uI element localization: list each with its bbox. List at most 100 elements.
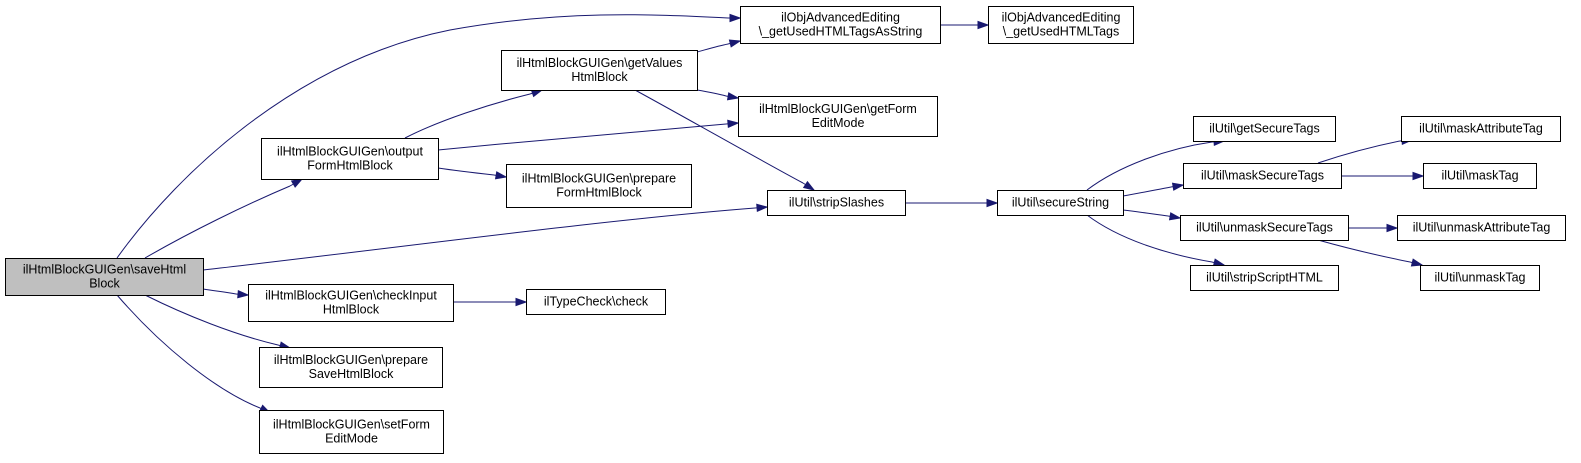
node-label-line: ilHtmlBlockGUIGen\prepare	[274, 353, 428, 367]
edge-line	[696, 43, 729, 53]
edge-saveHtmlBlock-to-setFormEditMode	[116, 294, 272, 414]
node-label-line: ilUtil\stripScriptHTML	[1206, 271, 1323, 285]
edge-line-end	[725, 95, 739, 99]
node-maskSecureTags[interactable]: ilUtil\maskSecureTags	[1183, 163, 1342, 189]
edge-saveHtmlBlock-to-getUsedTagsStr	[116, 13, 742, 259]
node-unmaskSecureTags[interactable]: ilUtil\unmaskSecureTags	[1180, 215, 1349, 241]
node-box[interactable]	[1401, 116, 1561, 142]
node-label-line: ilUtil\unmaskTag	[1434, 271, 1525, 285]
edge-saveHtmlBlock-to-stripSlashes	[202, 203, 769, 271]
node-box[interactable]	[767, 190, 906, 216]
node-label-line: ilHtmlBlockGUIGen\prepare	[522, 172, 676, 186]
edge-line	[437, 123, 727, 151]
node-box[interactable]	[501, 50, 698, 91]
edge-secureString-to-unmaskSecureTags	[1122, 209, 1182, 221]
edge-line-end	[725, 122, 739, 125]
node-label-line: ilHtmlBlockGUIGen\getForm	[759, 102, 917, 116]
edge-line	[116, 294, 261, 409]
node-box[interactable]	[997, 190, 1124, 216]
edge-line-end	[1167, 215, 1181, 219]
edge-saveHtmlBlock-to-outputForm	[144, 178, 304, 259]
edge-line-end	[727, 40, 741, 45]
node-label-line: \_getUsedHTMLTagsAsString	[759, 25, 923, 39]
node-maskTag[interactable]: ilUtil\maskTag	[1423, 163, 1537, 189]
edge-line-end	[493, 174, 507, 178]
node-label-line: ilHtmlBlockGUIGen\checkInput	[265, 289, 437, 303]
node-box[interactable]	[1183, 163, 1342, 189]
node-label-line: ilObjAdvancedEditing	[1002, 11, 1121, 25]
node-box[interactable]	[740, 6, 941, 44]
node-box[interactable]	[259, 410, 444, 454]
edge-line	[144, 185, 291, 259]
node-box[interactable]	[1397, 215, 1566, 241]
edge-line-end	[754, 206, 768, 209]
node-box[interactable]	[1423, 163, 1537, 189]
edge-line	[144, 294, 279, 346]
edge-getUsedTagsStr-to-getUsedTags	[940, 20, 990, 30]
node-box[interactable]	[1190, 265, 1339, 291]
edge-line-end	[802, 182, 815, 191]
node-label-line: ilTypeCheck\check	[544, 295, 649, 309]
node-box[interactable]	[1180, 215, 1349, 241]
node-label-line: ilUtil\maskTag	[1441, 169, 1518, 183]
node-getSecureTags[interactable]: ilUtil\getSecureTags	[1193, 116, 1336, 142]
node-box[interactable]	[248, 284, 454, 322]
node-stripSlashes[interactable]: ilUtil\stripSlashes	[767, 190, 906, 216]
node-label-line: ilUtil\getSecureTags	[1209, 122, 1319, 136]
node-label-line: EditMode	[812, 116, 865, 130]
node-getUsedTags[interactable]: ilObjAdvancedEditing\_getUsedHTMLTags	[988, 6, 1134, 44]
node-box[interactable]	[738, 96, 938, 137]
edge-line	[202, 207, 756, 271]
node-typeCheck[interactable]: ilTypeCheck\check	[526, 289, 666, 315]
edge-maskSecureTags-to-maskTag	[1340, 171, 1425, 181]
node-unmaskAttributeTag[interactable]: ilUtil\unmaskAttributeTag	[1397, 215, 1566, 241]
node-label-line: ilObjAdvancedEditing	[781, 11, 900, 25]
node-box[interactable]	[1193, 116, 1336, 142]
edge-stripSlashes-to-secureString	[905, 198, 999, 208]
node-box[interactable]	[506, 164, 692, 208]
node-label-line: ilUtil\stripSlashes	[789, 196, 884, 210]
node-stripScriptHTML[interactable]: ilUtil\stripScriptHTML	[1190, 265, 1339, 291]
node-label-line: ilHtmlBlockGUIGen\getValues	[517, 56, 683, 70]
node-box[interactable]	[1420, 265, 1540, 291]
edge-line-end	[235, 293, 249, 296]
node-label-line: \_getUsedHTMLTags	[1003, 25, 1120, 39]
node-box[interactable]	[526, 289, 666, 315]
edge-outputForm-to-prepareForm	[437, 167, 508, 180]
edge-line	[1122, 186, 1172, 197]
node-unmaskTag[interactable]: ilUtil\unmaskTag	[1420, 265, 1540, 291]
edge-checkInput-to-typeCheck	[453, 297, 528, 307]
edge-unmaskSecureTags-to-unmaskTag	[1317, 239, 1424, 267]
edge-getValues-to-getFormEditMode	[696, 89, 740, 101]
node-label-line: Block	[89, 277, 120, 291]
node-label-line: ilUtil\maskSecureTags	[1201, 169, 1324, 183]
node-secureString[interactable]: ilUtil\secureString	[997, 190, 1124, 216]
edge-line-end	[1170, 184, 1184, 188]
node-label-line: ilUtil\unmaskSecureTags	[1196, 221, 1333, 235]
node-label-line: ilHtmlBlockGUIGen\setForm	[273, 418, 430, 432]
edge-line	[116, 14, 729, 259]
edge-line	[696, 89, 727, 97]
edge-line	[404, 93, 531, 139]
edge-line-end	[1409, 261, 1423, 266]
node-maskAttributeTag[interactable]: ilUtil\maskAttributeTag	[1401, 116, 1561, 142]
node-getUsedTagsStr[interactable]: ilObjAdvancedEditing\_getUsedHTMLTagsAsS…	[740, 6, 941, 44]
node-box[interactable]	[5, 258, 204, 296]
node-label-line: HtmlBlock	[323, 303, 380, 317]
node-box[interactable]	[988, 6, 1134, 44]
node-box[interactable]	[261, 138, 439, 180]
edge-line	[1122, 209, 1169, 217]
node-label-line: ilUtil\unmaskAttributeTag	[1413, 221, 1551, 235]
node-box[interactable]	[259, 347, 443, 388]
edge-outputForm-to-getValues	[404, 89, 544, 139]
edge-line-end	[1211, 261, 1225, 266]
